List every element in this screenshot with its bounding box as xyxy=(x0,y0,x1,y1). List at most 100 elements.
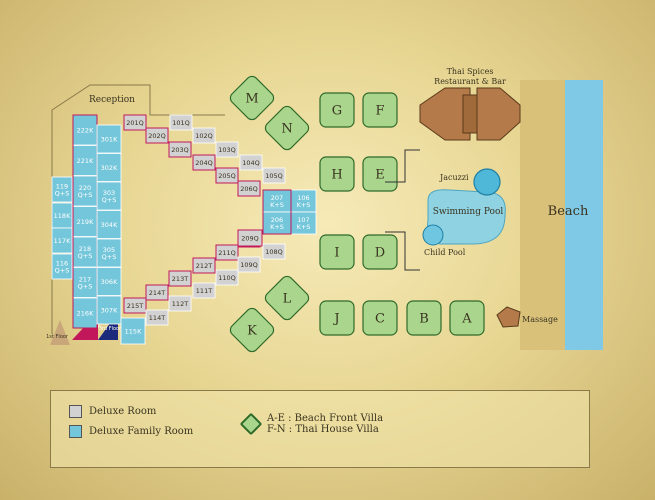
villa-L-label: L xyxy=(283,292,292,307)
room-112T: 112T xyxy=(168,295,192,312)
room-202Q: 202Q xyxy=(145,127,169,144)
room-119-label: 119 xyxy=(56,183,68,191)
villa-E-label: E xyxy=(375,168,385,183)
room-209Q: 209Q xyxy=(237,229,263,247)
room-215T-outline xyxy=(123,297,147,314)
room-301K-label: 301K xyxy=(101,136,118,144)
room-119-box xyxy=(51,176,73,203)
room-214T-label: 214T xyxy=(149,289,165,297)
room-220-label: Q+S xyxy=(78,191,93,199)
legend-box: Deluxe Room Deluxe Family Room A-E : Bea… xyxy=(50,390,590,468)
room-301K-box xyxy=(96,124,122,154)
room-115K: 115K xyxy=(120,317,146,345)
room-212T: 212T xyxy=(192,257,216,274)
room-108Q: 108Q xyxy=(262,243,286,260)
restaurant-building-right xyxy=(476,87,521,141)
room-108Q-label: 108Q xyxy=(265,248,283,256)
room-220-box xyxy=(72,175,98,207)
room-218-label: 218 xyxy=(79,245,91,253)
room-307K-label: 307K xyxy=(101,307,118,315)
room-104Q-box xyxy=(239,154,263,171)
room-115K-label: 115K xyxy=(125,328,142,336)
room-203Q: 203Q xyxy=(168,141,192,158)
room-214T-outline xyxy=(145,284,169,301)
room-204Q: 204Q xyxy=(192,154,216,171)
villa-N: N xyxy=(264,105,310,151)
room-112T-box xyxy=(168,295,192,312)
room-117K-box xyxy=(51,227,73,254)
restaurant-building-left xyxy=(419,87,471,141)
room-222K: 222K xyxy=(72,114,98,146)
room-211Q: 211Q xyxy=(215,244,239,261)
villa-M-shape xyxy=(229,75,275,121)
room-305-label: 305 xyxy=(103,246,115,254)
villa-D: D xyxy=(362,234,398,270)
room-206Q-outline xyxy=(237,180,261,197)
room-114T: 114T xyxy=(145,309,169,326)
room-209Q-label: 209Q xyxy=(241,235,259,243)
room-207-label: 207 xyxy=(271,194,283,202)
path-pool xyxy=(385,231,420,271)
villa-M-label: M xyxy=(245,92,258,107)
legend-villa-line2: F-N : Thai House Villa xyxy=(267,424,379,435)
room-304K-label: 304K xyxy=(101,221,118,229)
room-115K-box xyxy=(120,317,146,345)
room-205Q: 205Q xyxy=(215,167,239,184)
villa-B: B xyxy=(406,300,442,336)
room-104Q-label: 104Q xyxy=(242,159,260,167)
restaurant-line2: Restaurant & Bar xyxy=(434,77,506,86)
room-107-label: 107 xyxy=(297,216,309,224)
room-222K-label: 222K xyxy=(77,127,94,135)
room-205Q-label: 205Q xyxy=(218,172,236,180)
room-306K-label: 306K xyxy=(101,278,118,286)
room-302K-label: 302K xyxy=(101,164,118,172)
room-215T-label: 215T xyxy=(127,302,143,310)
villa-F-label: F xyxy=(375,104,384,119)
room-118K: 118K xyxy=(51,202,73,229)
villa-N-shape xyxy=(264,105,310,151)
villa-G: G xyxy=(319,92,355,128)
villa-A-shape xyxy=(449,300,485,336)
villa-L: L xyxy=(264,275,310,321)
room-207-label: K+S xyxy=(270,201,284,209)
legend-family: Deluxe Family Room xyxy=(69,425,193,438)
room-307K: 307K xyxy=(96,295,122,325)
room-112T-label: 112T xyxy=(172,300,188,308)
reception-label: Reception xyxy=(89,95,135,105)
room-206Q-label: 206Q xyxy=(240,185,258,193)
room-203Q-outline xyxy=(168,141,192,158)
floor-1-marker xyxy=(50,320,70,345)
room-110Q: 110Q xyxy=(215,269,239,286)
restaurant-link xyxy=(462,94,478,134)
room-103Q-box xyxy=(215,141,239,158)
villa-C-label: C xyxy=(375,312,385,327)
room-302K: 302K xyxy=(96,153,122,182)
legend-villa-line1: A-E : Beach Front Villa xyxy=(267,413,384,424)
room-213T-label: 213T xyxy=(172,275,188,283)
villa-H-shape xyxy=(319,156,355,192)
room-202Q-outline xyxy=(145,127,169,144)
room-303-label: 303 xyxy=(103,189,115,197)
room-216K: 216K xyxy=(72,297,98,329)
villa-D-label: D xyxy=(375,246,385,261)
family-swatch xyxy=(69,425,82,438)
room-110Q-box xyxy=(215,269,239,286)
room-204Q-label: 204Q xyxy=(195,159,213,167)
room-307K-box xyxy=(96,295,122,325)
villa-swatch xyxy=(239,412,263,436)
beach-label: Beach xyxy=(548,204,589,219)
room-111T-label: 111T xyxy=(196,287,212,295)
villa-J-label: J xyxy=(332,312,339,327)
room-105Q-label: 105Q xyxy=(265,172,283,180)
room-217-box xyxy=(72,267,98,298)
room-110Q-label: 110Q xyxy=(218,274,236,282)
massage-label: Massage xyxy=(522,315,558,324)
villa-I-label: I xyxy=(334,246,339,261)
